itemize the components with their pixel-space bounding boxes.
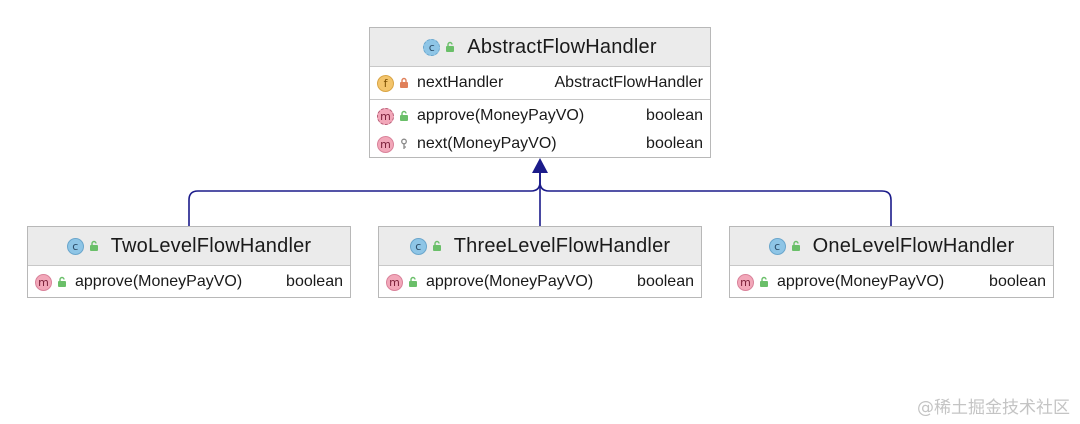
class-name: OneLevelFlowHandler — [812, 234, 1015, 257]
method-signature: next(MoneyPayVO) — [417, 135, 557, 152]
public-lock-icon — [789, 239, 803, 253]
method-row: m approve(MoneyPayVO) boolean — [28, 268, 350, 296]
class-two-level-flow-handler[interactable]: c TwoLevelFlowHandler m approve(MoneyPay… — [27, 226, 351, 298]
field-row: f nextHandler AbstractFlowHandler — [370, 69, 710, 97]
class-header: c ThreeLevelFlowHandler — [379, 227, 701, 266]
method-signature: approve(MoneyPayVO) — [426, 273, 594, 290]
method-row: m approve(MoneyPayVO) boolean — [379, 268, 701, 296]
class-name: ThreeLevelFlowHandler — [453, 234, 671, 257]
abstract-method-icon: m — [377, 107, 394, 125]
private-lock-icon — [397, 76, 411, 90]
field-icon: f — [377, 74, 394, 92]
methods-section: m approve(MoneyPayVO) boolean — [730, 266, 1053, 298]
abstract-class-icon: c — [423, 38, 441, 56]
public-lock-icon — [443, 40, 457, 54]
edge-one-level — [539, 172, 892, 226]
method-signature: approve(MoneyPayVO) — [75, 273, 243, 290]
watermark: @稀土掘金技术社区 — [917, 398, 1070, 418]
fields-section: f nextHandler AbstractFlowHandler — [370, 67, 710, 100]
method-row: m approve(MoneyPayVO) boolean — [730, 268, 1053, 296]
class-one-level-flow-handler[interactable]: c OneLevelFlowHandler m approve(MoneyPay… — [729, 226, 1054, 298]
method-icon: m — [377, 135, 394, 153]
methods-section: m approve(MoneyPayVO) boolean — [28, 266, 350, 298]
method-row: m approve(MoneyPayVO) boolean — [370, 102, 710, 130]
method-signature: approve(MoneyPayVO) — [417, 107, 585, 124]
class-icon: c — [768, 237, 786, 255]
method-return-type: boolean — [637, 273, 694, 290]
method-return-type: boolean — [989, 273, 1046, 290]
class-name: TwoLevelFlowHandler — [110, 234, 312, 257]
class-header: c AbstractFlowHandler — [370, 28, 710, 67]
class-abstract-flow-handler[interactable]: c AbstractFlowHandler f nextHandler Abst… — [369, 27, 711, 158]
class-three-level-flow-handler[interactable]: c ThreeLevelFlowHandler m approve(MoneyP… — [378, 226, 702, 298]
method-return-type: boolean — [646, 135, 703, 152]
method-return-type: boolean — [286, 273, 343, 290]
class-header: c OneLevelFlowHandler — [730, 227, 1053, 266]
method-icon: m — [35, 273, 52, 291]
class-name: AbstractFlowHandler — [467, 35, 657, 58]
method-icon: m — [386, 273, 403, 291]
field-name: nextHandler — [417, 74, 504, 91]
public-lock-icon — [430, 239, 444, 253]
method-signature: approve(MoneyPayVO) — [777, 273, 945, 290]
edge-two-level — [188, 172, 541, 226]
class-icon: c — [409, 237, 427, 255]
public-lock-icon — [87, 239, 101, 253]
public-lock-icon — [397, 109, 411, 123]
method-row: m next(MoneyPayVO) boolean — [370, 130, 710, 158]
method-return-type: boolean — [646, 107, 703, 124]
methods-section: m approve(MoneyPayVO) boolean — [379, 266, 701, 298]
inheritance-arrowhead — [532, 158, 548, 173]
public-lock-icon — [55, 275, 69, 289]
field-type: AbstractFlowHandler — [554, 74, 704, 91]
class-header: c TwoLevelFlowHandler — [28, 227, 350, 266]
methods-section: m approve(MoneyPayVO) boolean m next(Mon… — [370, 100, 710, 160]
class-icon: c — [66, 237, 84, 255]
method-icon: m — [737, 273, 754, 291]
protected-key-icon — [397, 137, 411, 151]
public-lock-icon — [406, 275, 420, 289]
public-lock-icon — [757, 275, 771, 289]
